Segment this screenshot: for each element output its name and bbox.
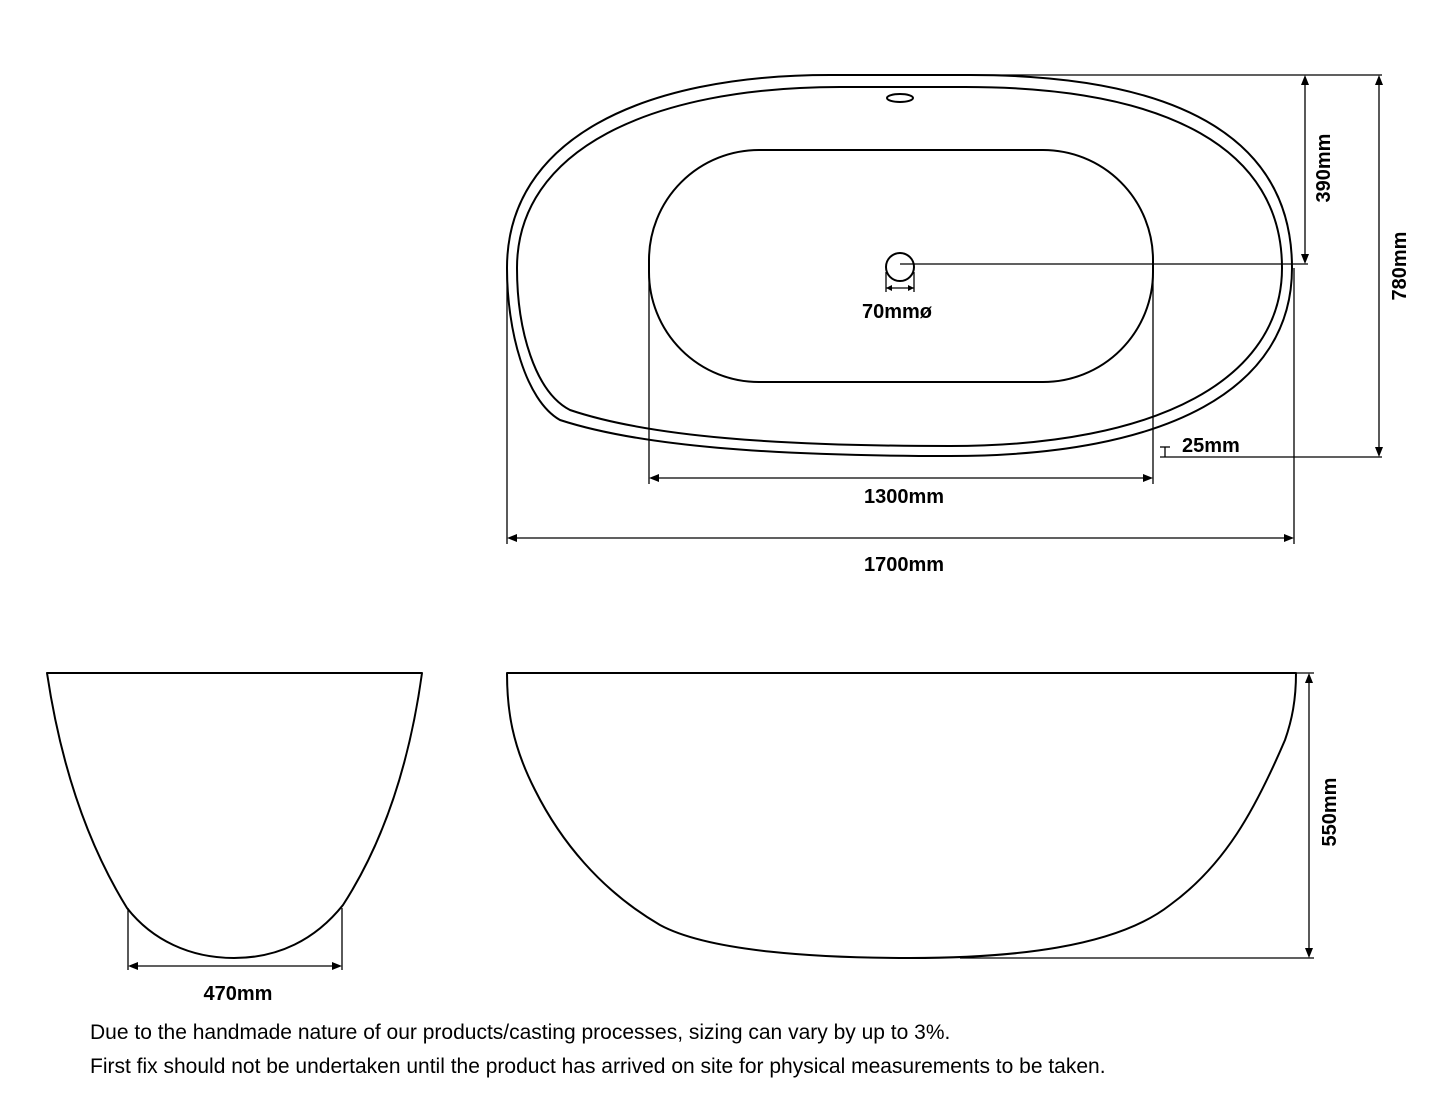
basin-outline — [648, 149, 1154, 383]
waste-diameter-label: 70mmø — [862, 301, 933, 323]
inner-length-label: 1300mm — [864, 486, 944, 508]
half-width-label: 390mm — [1313, 134, 1335, 203]
plan-view — [506, 74, 1293, 457]
disclaimer-line-2: First fix should not be undertaken until… — [90, 1055, 1106, 1078]
outer-rim-outline — [506, 74, 1293, 457]
base-width-label: 470mm — [204, 983, 273, 1005]
overall-width-label: 780mm — [1389, 232, 1411, 301]
plan-dimensions: 390mm 780mm 70mmø 25mm 1300mm 1700mm — [506, 74, 1411, 576]
height-label: 550mm — [1319, 778, 1341, 847]
side-elevation: 550mm — [506, 672, 1341, 959]
disclaimer-line-1: Due to the handmade nature of our produc… — [90, 1021, 951, 1044]
overflow-icon — [886, 93, 914, 103]
waste-outlet-icon — [885, 252, 915, 282]
inner-rim-outline — [516, 86, 1283, 447]
rim-thickness-label: 25mm — [1182, 435, 1240, 457]
end-elevation: 470mm — [46, 672, 423, 1005]
side-elevation-outline — [506, 672, 1297, 959]
end-elevation-outline — [46, 672, 423, 959]
overall-length-label: 1700mm — [864, 554, 944, 576]
